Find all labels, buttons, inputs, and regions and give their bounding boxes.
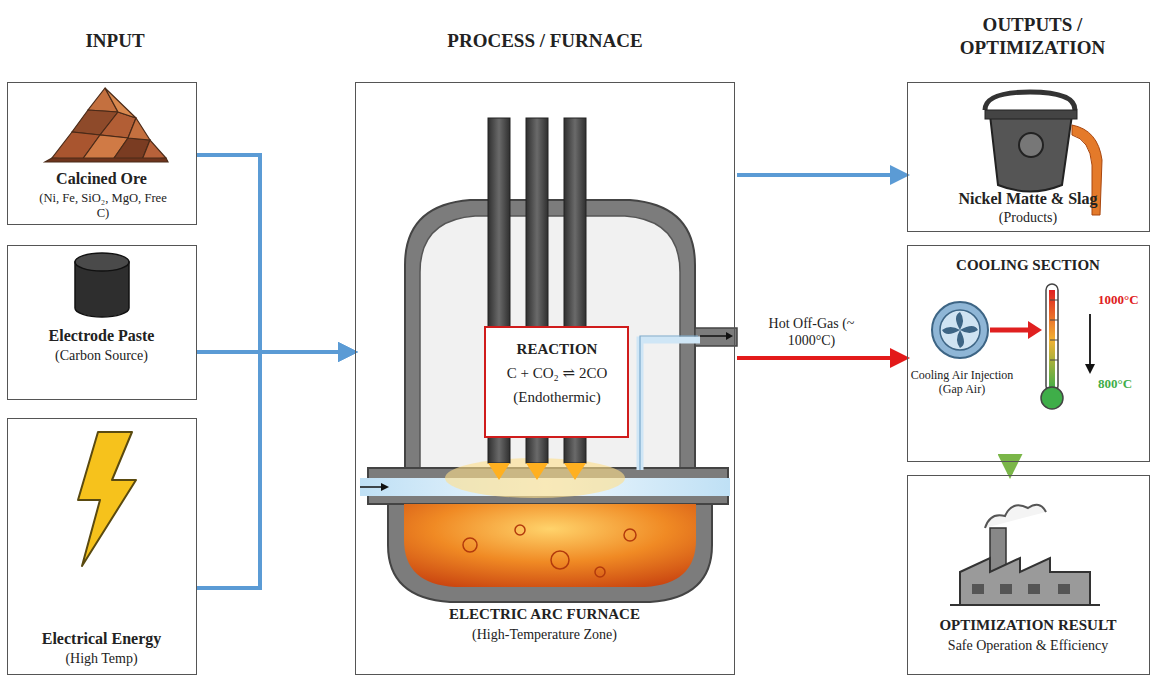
flow-arrow xyxy=(737,356,906,360)
input-box: Electrical Energy (High Temp) xyxy=(7,418,197,675)
node-title: Calcined Ore xyxy=(14,169,189,188)
flow-arrow xyxy=(197,155,354,352)
temperature-label: 1000°C xyxy=(1098,292,1148,308)
node-subtitle: (Endothermic) xyxy=(492,388,622,406)
node-title: Electrode Paste xyxy=(14,326,189,345)
node-subtitle: (Products) xyxy=(914,210,1142,227)
edge-label: Hot Off-Gas (~ 1000°C) xyxy=(762,316,862,350)
column-header: OUTPUTS / OPTIMIZATION xyxy=(940,14,1125,60)
factory-icon xyxy=(950,505,1100,605)
flow-arrow xyxy=(197,352,354,588)
column-header: INPUT xyxy=(20,30,210,53)
column-header: PROCESS / FURNACE xyxy=(420,30,670,53)
node-subtitle: (Ni, Fe, SiO₂, MgO, Free C) xyxy=(33,191,173,221)
output-box: Nickel Matte & Slag (Products) xyxy=(907,82,1150,232)
node-title: OPTIMIZATION RESULT xyxy=(914,616,1142,634)
input-box: Electrode Paste (Carbon Source) xyxy=(7,245,197,400)
temperature-label: 800°C xyxy=(1098,376,1148,392)
flow-arrow xyxy=(737,173,906,177)
node-title: ELECTRIC ARC FURNACE xyxy=(362,605,727,623)
furnace-panel: ELECTRIC ARC FURNACE (High-Temperature Zo… xyxy=(355,82,735,675)
node-title: REACTION xyxy=(492,340,622,358)
furnace-illustration xyxy=(360,118,737,602)
thermometer-icon xyxy=(1041,284,1095,409)
input-box: Calcined Ore (Ni, Fe, SiO₂, MgO, Free C) xyxy=(7,82,197,225)
node-subtitle: Safe Operation & Efficiency xyxy=(914,638,1142,655)
lightning-bolt xyxy=(78,432,136,566)
node-subtitle: Cooling Air Injection (Gap Air) xyxy=(910,368,1014,397)
node-subtitle: (Carbon Source) xyxy=(14,348,189,365)
electrode-paste-cylinder xyxy=(75,253,129,317)
result-box: OPTIMIZATION RESULT Safe Operation & Effi… xyxy=(907,475,1150,675)
fan-icon xyxy=(932,302,1042,358)
node-subtitle: (High-Temperature Zone) xyxy=(362,627,727,644)
flow-arrow xyxy=(1008,462,1013,474)
ore-pile xyxy=(45,88,168,162)
cooling-box: COOLING SECTION Cooling Air Injection (Ga… xyxy=(907,245,1150,462)
reaction-box: REACTION C + CO₂ ⇌ 2CO (Endothermic) xyxy=(484,326,629,438)
node-subtitle: (High Temp) xyxy=(14,651,189,668)
node-title: Electrical Energy xyxy=(14,629,189,648)
node-subtitle: C + CO₂ ⇌ 2CO xyxy=(492,364,622,382)
node-title: COOLING SECTION xyxy=(914,256,1142,274)
node-title: Nickel Matte & Slag xyxy=(914,189,1142,208)
